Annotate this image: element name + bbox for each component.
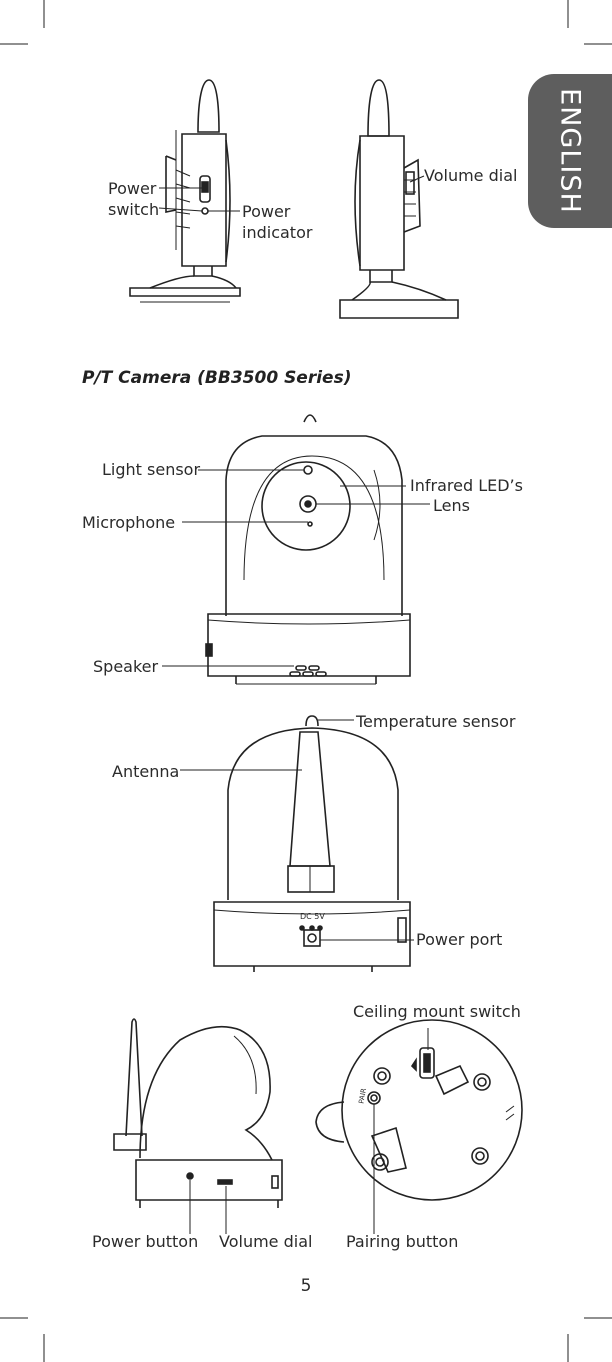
speaker-label: Speaker xyxy=(93,657,159,676)
volume-dial-bottom-label: Volume dial xyxy=(219,1232,313,1251)
ceiling-mount-switch-label: Ceiling mount switch xyxy=(353,1002,521,1021)
microphone-label: Microphone xyxy=(82,513,176,532)
power-port-label: Power port xyxy=(416,930,503,949)
language-tab: ENGLISH xyxy=(528,74,612,228)
light-sensor-label: Light sensor xyxy=(102,460,201,479)
temperature-sensor-label: Temperature sensor xyxy=(356,712,516,731)
pairing-button-label: Pairing button xyxy=(346,1232,459,1251)
lens-label: Lens xyxy=(433,496,470,515)
volume-dial-top-label: Volume dial xyxy=(424,166,518,185)
power-switch-label: Power switch xyxy=(108,179,160,219)
power-button-label: Power button xyxy=(92,1232,199,1251)
infrared-leds-label: Infrared LED’s xyxy=(410,476,523,495)
antenna-label: Antenna xyxy=(112,762,180,781)
power-indicator-label: Power indicator xyxy=(242,202,313,242)
section-heading: P/T Camera (BB3500 Series) xyxy=(82,368,352,388)
left-side-view xyxy=(129,79,241,303)
page-number: 5 xyxy=(300,1276,312,1296)
right-side-view xyxy=(339,79,459,319)
dc-port-marking: DC 5V xyxy=(300,912,325,921)
